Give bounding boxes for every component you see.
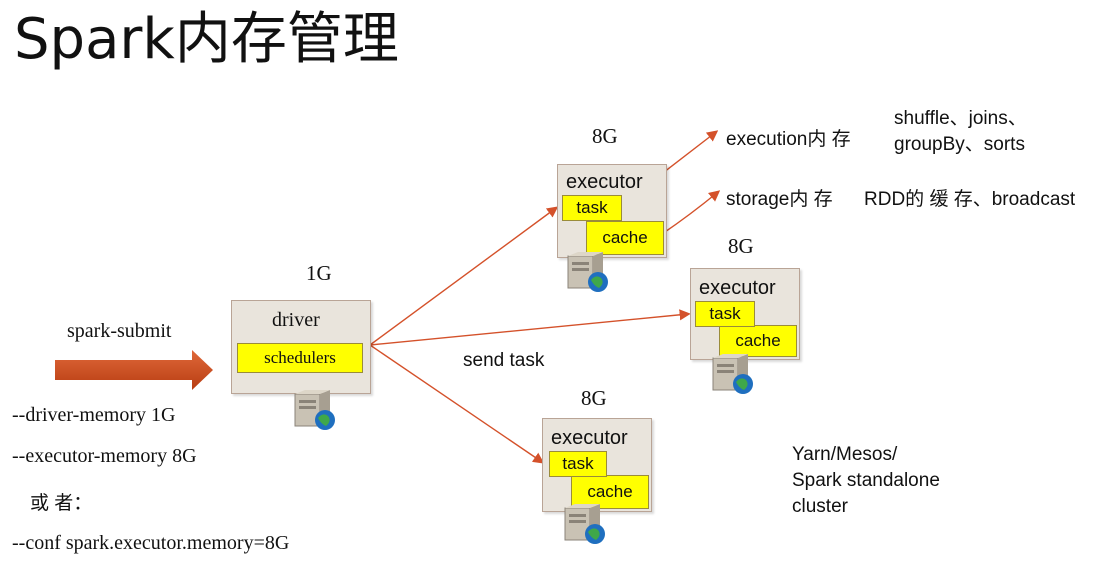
cluster-line-3: cluster: [792, 496, 848, 517]
option-or-label: 或 者：: [30, 493, 93, 514]
executor-2-task-box: task: [695, 301, 755, 327]
execution-memory-label: execution内 存: [726, 129, 851, 150]
arrow-cache-storage: [661, 190, 721, 235]
executor-3-label: executor: [551, 427, 628, 449]
storage-uses-label: RDD的 缓 存、broadcast: [864, 189, 1076, 210]
option-executor-memory: --executor-memory 8G: [12, 445, 197, 467]
schedulers-box: schedulers: [237, 343, 363, 373]
driver-node: driver schedulers: [231, 300, 371, 394]
executor-3-task-box: task: [549, 451, 607, 477]
executor-2-label: executor: [699, 277, 776, 299]
executor-3-node: executor cache task: [542, 418, 652, 512]
server-icon: [564, 504, 605, 544]
cluster-line-1: Yarn/Mesos/: [792, 444, 898, 465]
executor-1-task-box: task: [562, 195, 622, 221]
submit-arrow: [55, 350, 213, 390]
option-conf: --conf spark.executor.memory=8G: [12, 532, 290, 554]
option-driver-memory: --driver-memory 1G: [12, 404, 176, 426]
server-icon: [294, 390, 335, 430]
executor-1-cache-box: cache: [586, 221, 664, 255]
execution-use-line-1: shuffle、joins、: [894, 108, 1027, 129]
page-title: Spark内存管理: [14, 7, 399, 72]
arrow-driver-executor-3: [369, 344, 545, 464]
executor-2-memory-label: 8G: [728, 234, 754, 258]
server-icon: [712, 354, 753, 394]
cluster-line-2: Spark standalone: [792, 470, 940, 491]
driver-memory-label: 1G: [306, 261, 332, 285]
spark-submit-label: spark-submit: [67, 320, 172, 342]
executor-2-node: executor cache task: [690, 268, 800, 360]
driver-label: driver: [272, 309, 320, 331]
cluster-manager-label: Yarn/Mesos/ Spark standalone cluster: [792, 442, 940, 520]
executor-2-cache-box: cache: [719, 325, 797, 357]
storage-memory-label: storage内 存: [726, 189, 833, 210]
executor-1-node: executor cache task: [557, 164, 667, 258]
executor-3-memory-label: 8G: [581, 386, 607, 410]
execution-uses-list: shuffle、joins、 groupBy、sorts: [894, 106, 1027, 158]
executor-3-cache-box: cache: [571, 475, 649, 509]
executor-1-memory-label: 8G: [592, 124, 618, 148]
executor-1-label: executor: [566, 171, 643, 193]
arrow-driver-executor-1: [369, 206, 559, 346]
server-icon: [567, 252, 608, 292]
execution-use-line-2: groupBy、sorts: [894, 134, 1025, 155]
send-task-label: send task: [463, 350, 545, 371]
arrow-driver-executor-2: [369, 309, 691, 346]
